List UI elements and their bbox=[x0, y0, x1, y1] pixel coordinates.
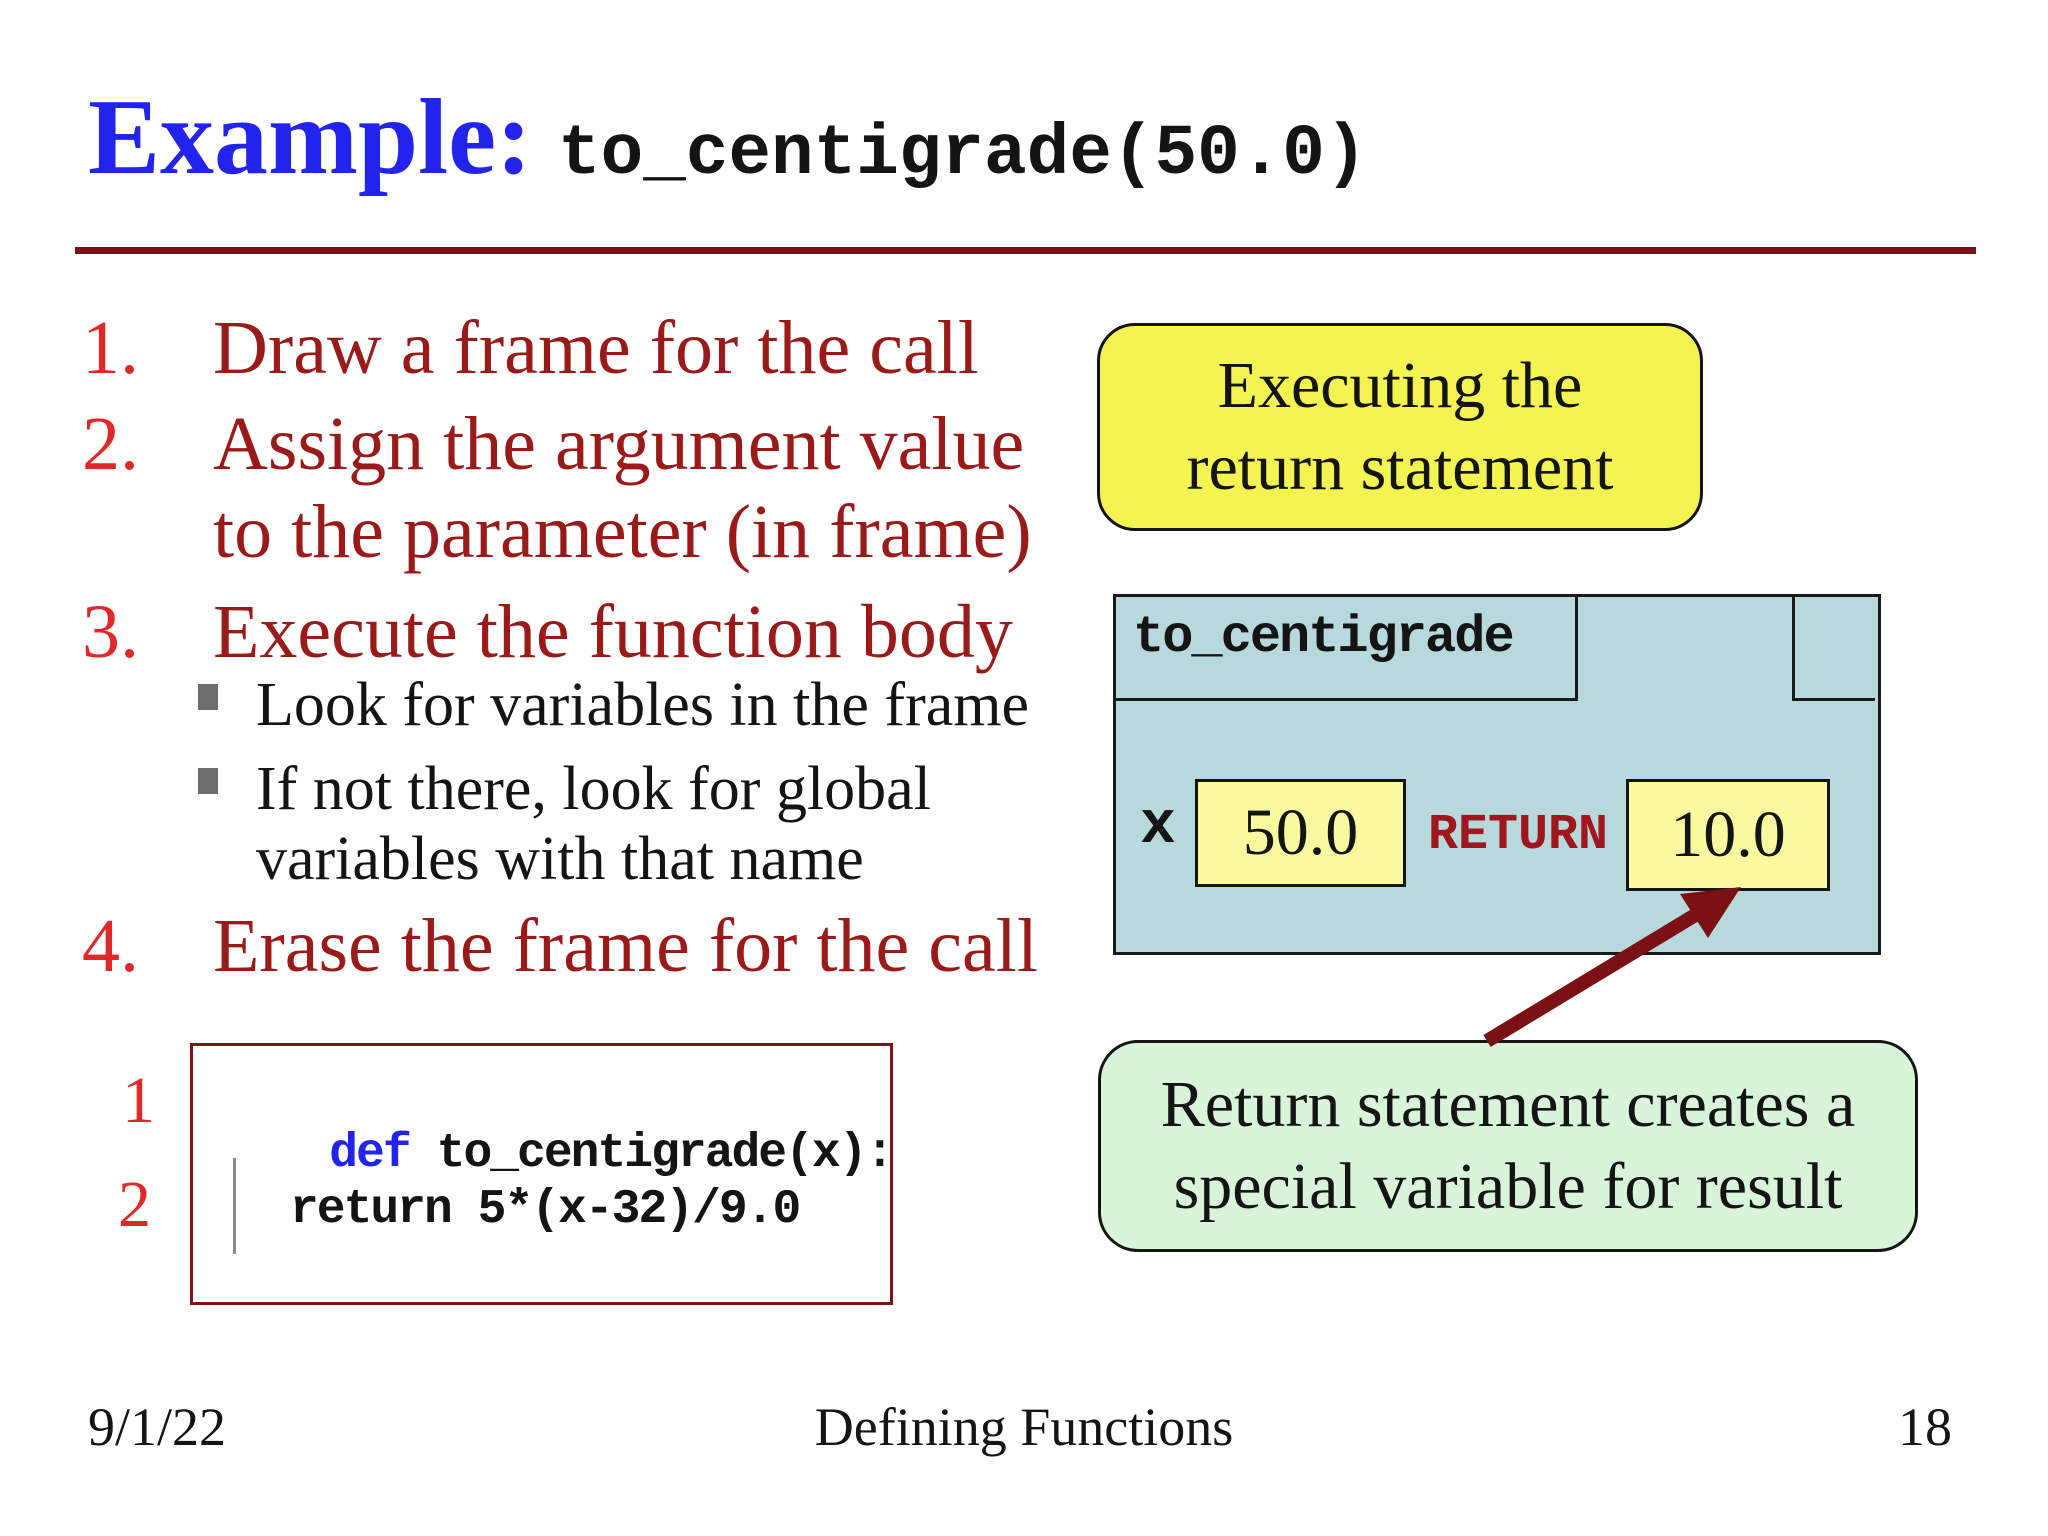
step-3: 3. Execute the function body bbox=[82, 588, 1062, 676]
code-panel bbox=[190, 1043, 893, 1305]
step-2-text-line1: Assign the argument value bbox=[213, 402, 1025, 486]
def-keyword: def bbox=[329, 1127, 411, 1181]
square-bullet-icon bbox=[198, 768, 218, 794]
frame-tab-underline bbox=[1116, 698, 1578, 701]
title-divider-rule bbox=[75, 247, 1976, 254]
code-line-number-2: 2 bbox=[118, 1168, 151, 1241]
square-bullet-icon bbox=[198, 684, 218, 710]
indent-guide-line bbox=[233, 1158, 236, 1254]
footer-date: 9/1/22 bbox=[88, 1397, 227, 1457]
return-callout-line1: Return statement creates a bbox=[1160, 1068, 1856, 1141]
step-2-text-line2: to the parameter (in frame) bbox=[213, 490, 1032, 574]
step-1: 1. Draw a frame for the call bbox=[82, 304, 1062, 392]
step-4: 4. Erase the frame for the call bbox=[82, 902, 1062, 990]
code-line-1-rest: to_centigrade(x): bbox=[436, 1127, 895, 1181]
return-value: 10.0 bbox=[1670, 798, 1786, 871]
call-frame-diagram: to_centigrade x 50.0 RETURN 10.0 bbox=[1113, 594, 1881, 955]
subbullet-2-text-line1: If not there, look for global bbox=[256, 755, 931, 823]
frame-tab-edge bbox=[1575, 597, 1578, 698]
subbullet-1: Look for variables in the frame bbox=[198, 670, 1098, 740]
return-value-box: 10.0 bbox=[1626, 779, 1830, 891]
step-2: 2. Assign the argument value to the para… bbox=[82, 400, 1062, 576]
code-line-2: return 5*(x-32)/9.0 bbox=[290, 1183, 801, 1237]
return-callout-line2: special variable for result bbox=[1173, 1150, 1843, 1223]
step-3-number: 3. bbox=[82, 590, 139, 674]
executing-return-callout: Executing the return statement bbox=[1097, 323, 1703, 531]
subbullet-2: If not there, look for global variables … bbox=[198, 754, 1098, 894]
return-statement-callout: Return statement creates a special varia… bbox=[1098, 1040, 1918, 1252]
footer-page-number: 18 bbox=[1898, 1397, 1952, 1457]
footer-title: Defining Functions bbox=[814, 1397, 1234, 1457]
step-4-number: 4. bbox=[82, 904, 139, 988]
executing-callout-line2: return statement bbox=[1186, 431, 1614, 504]
step-3-text: Execute the function body bbox=[213, 590, 1013, 674]
title-example-label: Example: bbox=[88, 78, 532, 197]
subbullet-1-text: Look for variables in the frame bbox=[256, 671, 1029, 739]
page-title: Example:to_centigrade(50.0) bbox=[88, 84, 1368, 192]
variable-value-box: 50.0 bbox=[1195, 779, 1406, 887]
step-2-number: 2. bbox=[82, 402, 139, 486]
return-label: RETURN bbox=[1428, 807, 1609, 864]
code-line-1: def to_centigrade(x): bbox=[222, 1082, 895, 1226]
title-function-call: to_centigrade(50.0) bbox=[557, 115, 1368, 195]
frame-corner-box bbox=[1792, 597, 1875, 701]
step-4-text: Erase the frame for the call bbox=[213, 904, 1038, 988]
variable-value: 50.0 bbox=[1242, 796, 1359, 869]
executing-callout-line1: Executing the bbox=[1217, 349, 1583, 422]
code-line-number-1: 1 bbox=[122, 1064, 155, 1137]
step-1-text: Draw a frame for the call bbox=[213, 306, 979, 390]
subbullet-2-text-line2: variables with that name bbox=[256, 825, 864, 893]
step-1-number: 1. bbox=[82, 306, 139, 390]
frame-variable-name: x bbox=[1140, 793, 1177, 861]
frame-function-name: to_centigrade bbox=[1133, 608, 1515, 667]
